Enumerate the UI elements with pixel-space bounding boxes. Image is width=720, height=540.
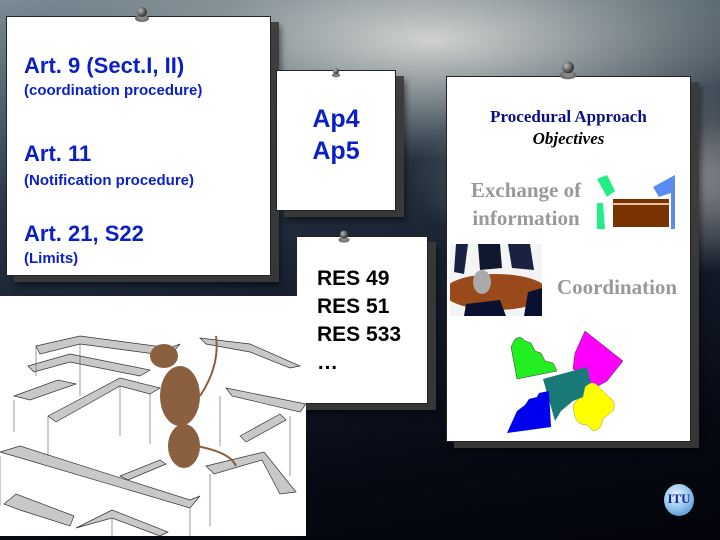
procedural-approach-card: Procedural Approach Objectives Exchange … [446,61,691,442]
exchange-label-line2: information [472,206,580,230]
puzzle-pieces-image [507,331,624,433]
maze-with-mice-image [0,296,306,536]
itu-logo-text: ITU [667,491,691,506]
resolutions-card: RES 49 RES 51 RES 533 … [296,230,428,404]
meeting-image [450,244,542,316]
resolution-51: RES 51 [317,295,390,318]
pushpin-icon [559,61,577,80]
article-21-subtitle: (Limits) [24,250,79,267]
card-subtitle: Objectives [532,129,605,148]
appendices-card: Ap4 Ap5 [276,68,396,211]
appendix-ap4: Ap4 [312,105,360,133]
article-9-title: Art. 9 (Sect.I, II) [24,53,185,78]
exchange-label-line1: Exchange of [470,178,582,202]
exchange-icon [597,175,675,229]
resolution-49: RES 49 [317,267,390,290]
card-title: Procedural Approach [490,107,647,126]
article-21-title: Art. 21, S22 [24,221,144,246]
resolution-more: … [317,351,338,374]
appendix-ap5: Ap5 [312,137,360,165]
articles-card: Art. 9 (Sect.I, II) (coordination proced… [6,7,271,276]
exchange-label: Exchange of information [461,176,591,232]
article-11-subtitle: (Notification procedure) [24,172,195,189]
pushpin-icon [135,7,149,23]
coordination-label: Coordination [556,275,678,299]
itu-logo: ITU [664,484,694,516]
article-11-title: Art. 11 [24,141,92,166]
article-9-subtitle: (coordination procedure) [24,82,203,99]
pushpin-icon [338,230,350,244]
resolution-533: RES 533 [317,323,402,346]
pushpin-icon [331,68,341,78]
